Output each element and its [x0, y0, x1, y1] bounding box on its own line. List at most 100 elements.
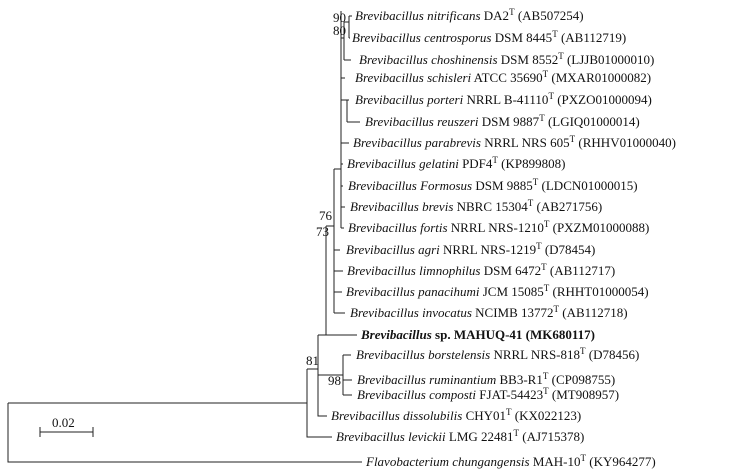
- branch-node-81: [306, 369, 332, 438]
- taxon-label: Brevibacillus schisleri ATCC 35690T (MXA…: [355, 69, 651, 85]
- type-strain-mark: T: [548, 91, 554, 101]
- taxon-accession: (RHHV01000040): [575, 135, 676, 150]
- type-strain-mark: T: [544, 219, 550, 229]
- taxon-label: Brevibacillus Formosus DSM 9885T (LDCN01…: [348, 177, 638, 193]
- scale-bar: 0.02: [39, 415, 94, 437]
- taxon-label: Brevibacillus nitrificans DA2T (AB507254…: [355, 7, 584, 23]
- taxon-strain: MAH-10: [530, 454, 581, 469]
- type-strain-mark: T: [543, 386, 549, 396]
- bootstrap-value: 76: [319, 208, 333, 223]
- taxon-name: Brevibacillus choshinensis: [359, 52, 498, 67]
- taxon-name: Brevibacillus limnophilus: [347, 263, 480, 278]
- taxon-name: Brevibacillus porteri: [355, 92, 464, 107]
- taxon-label: Brevibacillus agri NRRL NRS-1219T (D7845…: [346, 241, 595, 257]
- taxon-name: Brevibacillus centrosporus: [352, 30, 492, 45]
- type-strain-mark: T: [528, 198, 534, 208]
- type-strain-mark: T: [544, 283, 550, 293]
- branch-node-98: [318, 354, 352, 396]
- taxon-strain: NRRL NRS-1210: [448, 220, 544, 235]
- taxon-strain: NRRL NRS 605: [481, 135, 570, 150]
- taxon-accession: (PXZM01000088): [549, 220, 649, 235]
- type-strain-mark: T: [492, 155, 498, 165]
- type-strain-mark: T: [543, 69, 549, 79]
- bootstrap-value: 80: [333, 23, 346, 38]
- taxon-name: Brevibacillus parabrevis: [353, 135, 481, 150]
- type-strain-mark: T: [533, 177, 539, 187]
- type-strain-mark: T: [541, 262, 547, 272]
- branch-dissolubilis-node: [317, 335, 327, 417]
- taxon-label: Brevibacillus porteri NRRL B-41110T (PXZ…: [355, 91, 652, 107]
- taxon-accession: (LDCN01000015): [538, 178, 637, 193]
- taxon-label: Brevibacillus choshinensis DSM 8552T (LJ…: [359, 51, 654, 67]
- taxon-label: Brevibacillus brevis NBRC 15304T (AB2717…: [350, 198, 602, 214]
- type-strain-mark: T: [536, 241, 542, 251]
- taxon-genus: Brevibacillus: [360, 327, 432, 342]
- taxon-accession: (D78454): [542, 242, 596, 257]
- taxon-label: Brevibacillus invocatus NCIMB 13772T (AB…: [350, 304, 628, 320]
- taxon-name: Brevibacillus borstelensis: [356, 347, 490, 362]
- branch-root: [7, 403, 362, 463]
- type-strain-mark: T: [506, 407, 512, 417]
- taxon-name: Brevibacillus schisleri: [355, 70, 472, 85]
- taxon-label: Brevibacillus limnophilus DSM 6472T (AB1…: [347, 262, 615, 278]
- taxon-accession: (LGIQ01000014): [545, 114, 640, 129]
- bootstrap-value: 90: [333, 10, 346, 25]
- taxon-strain: NRRL B-41110: [463, 92, 548, 107]
- branch-choshinensis: [343, 22, 351, 61]
- taxon-strain: PDF4: [459, 156, 493, 171]
- taxon-label: Brevibacillus sp. MAHUQ-41 (MK680117): [360, 327, 595, 342]
- taxon-strain: CHY01: [462, 408, 506, 423]
- taxon-name: Brevibacillus panacihumi: [346, 284, 480, 299]
- bootstrap-value: 81: [306, 353, 319, 368]
- taxon-accession: (LJJB01000010): [564, 52, 655, 67]
- type-strain-mark: T: [554, 304, 560, 314]
- taxon-name: Brevibacillus Formosus: [348, 178, 472, 193]
- taxon-accession: (RHHT01000054): [549, 284, 648, 299]
- taxon-label: Brevibacillus gelatini PDF4T (KP899808): [347, 155, 565, 171]
- taxon-strain: LMG 22481: [446, 429, 514, 444]
- taxon-label: Flavobacterium chungangensis MAH-10T (KY…: [365, 453, 656, 469]
- taxon-strain: FJAT-54423: [476, 387, 543, 402]
- taxon-accession: (MXAR01000082): [548, 70, 651, 85]
- taxon-label: Brevibacillus levickii LMG 22481T (AJ715…: [336, 428, 584, 444]
- taxon-strain: BB3-R1: [496, 372, 543, 387]
- type-strain-mark: T: [558, 51, 564, 61]
- taxon-name: Brevibacillus ruminantium: [357, 372, 496, 387]
- type-strain-mark: T: [552, 29, 558, 39]
- taxon-label: Brevibacillus reuszeri DSM 9887T (LGIQ01…: [365, 113, 640, 129]
- taxon-accession: (MT908957): [549, 387, 619, 402]
- taxon-accession: (KP899808): [498, 156, 566, 171]
- taxon-strain: NCIMB 13772: [472, 305, 554, 320]
- taxon-strain: DSM 9887: [479, 114, 540, 129]
- scale-bar-label: 0.02: [52, 415, 75, 430]
- taxon-strain: DSM 6472: [480, 263, 541, 278]
- type-strain-mark: T: [570, 134, 576, 144]
- taxon-accession: (AB112718): [559, 305, 628, 320]
- taxon-name: Brevibacillus gelatini: [347, 156, 459, 171]
- taxon-name: Brevibacillus dissolubilis: [331, 408, 462, 423]
- taxon-accession: (AB507254): [515, 8, 584, 23]
- taxon-name: Brevibacillus nitrificans: [355, 8, 481, 23]
- taxon-label: Brevibacillus composti FJAT-54423T (MT90…: [357, 386, 619, 402]
- type-strain-mark: T: [580, 346, 586, 356]
- taxon-strain: ATCC 35690: [471, 70, 543, 85]
- taxon-strain: JCM 15085: [479, 284, 543, 299]
- bootstrap-value: 73: [316, 224, 329, 239]
- taxon-strain: NBRC 15304: [453, 199, 528, 214]
- taxon-label: Brevibacillus dissolubilis CHY01T (KX022…: [331, 407, 581, 423]
- taxon-accession: (PXZO01000094): [554, 92, 652, 107]
- taxon-label: Brevibacillus parabrevis NRRL NRS 605T (…: [353, 134, 676, 150]
- taxon-strain: DSM 8552: [498, 52, 559, 67]
- type-strain-mark: T: [509, 7, 515, 17]
- taxon-accession: (KX022123): [512, 408, 582, 423]
- taxon-accession: (D78456): [586, 347, 640, 362]
- taxon-accession: (AB112717): [547, 263, 616, 278]
- taxon-accession: (AB271756): [533, 199, 602, 214]
- taxon-name: Brevibacillus agri: [346, 242, 440, 257]
- taxon-accession: (AJ715378): [519, 429, 584, 444]
- taxon-name: Flavobacterium chungangensis: [365, 454, 530, 469]
- taxon-name: Brevibacillus brevis: [350, 199, 453, 214]
- taxon-name: Brevibacillus reuszeri: [365, 114, 479, 129]
- taxon-name: Brevibacillus fortis: [348, 220, 448, 235]
